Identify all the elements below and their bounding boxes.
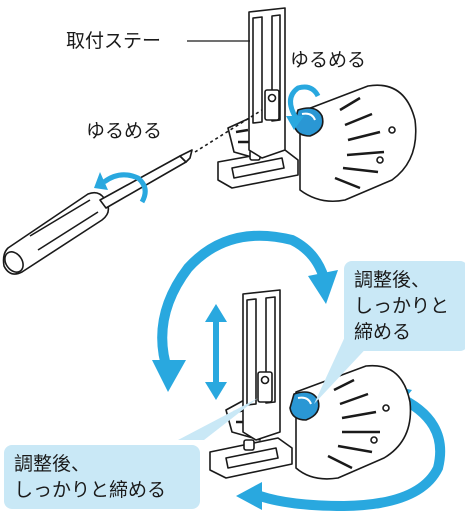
upper-callout-line-1: 調整後、 [354,269,431,291]
stay-label: 取付ステー [66,30,162,52]
upper-tighten-callout: 調整後、 しっかりと 締める [344,261,465,351]
screwdriver [2,149,193,275]
rotate-knob-arrow [286,84,321,130]
rotate-screwdriver-arrow [94,172,148,204]
lower-tighten-callout: 調整後、 しっかりと締める [4,445,200,509]
lower-bracket-assembly [209,289,412,480]
lower-callout-line-1: 調整後、 [14,453,91,475]
loosen-knob-label: ゆるめる [290,49,367,71]
upper-callout-line-3: 締める [354,321,412,343]
lower-callout-line-2: しっかりと締める [14,479,167,501]
tilt-arrow [152,230,338,392]
loosen-screw-label: ゆるめる [86,120,163,142]
upper-callout-line-2: しっかりと [354,295,450,317]
upper-bracket-assembly [194,7,417,203]
slide-arrow [205,304,227,400]
